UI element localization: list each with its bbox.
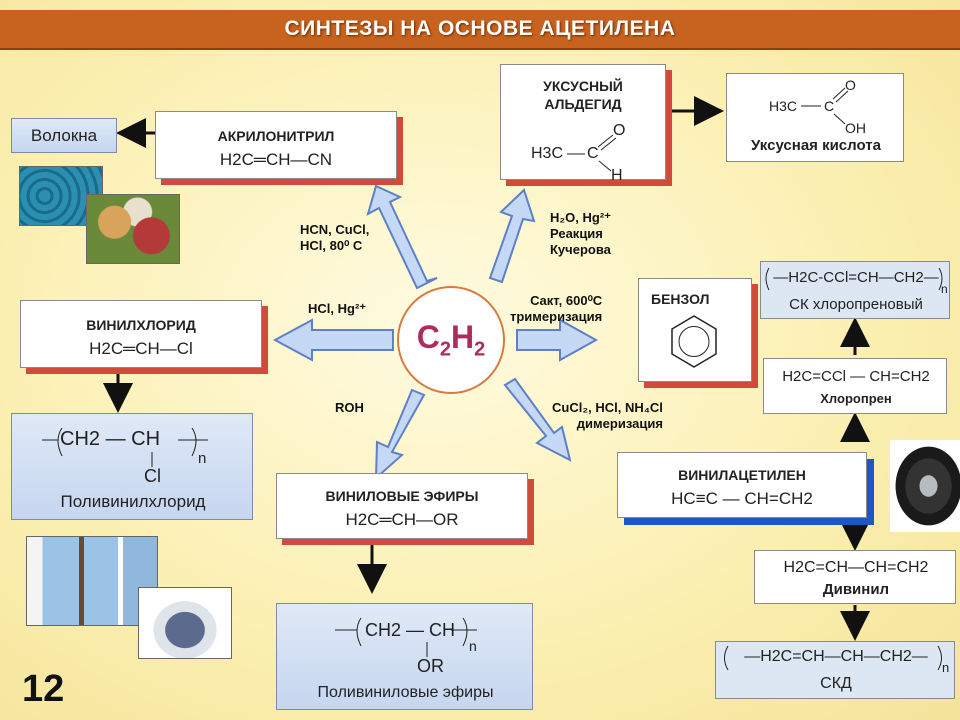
acetic-acid-box: H3C C O OH Уксусная кислота (726, 73, 904, 162)
acrylonitrile-name: АКРИЛОНИТРИЛ (217, 128, 335, 144)
center-acetylene: C2H2 (397, 286, 505, 394)
acetic-c: C (824, 98, 835, 114)
skd-brackets (724, 645, 942, 671)
vinylethers-formula: H2C═CH—OR (345, 510, 459, 529)
pvc-chain: CH2 — CH (60, 428, 161, 450)
center-sub1: 2 (439, 338, 451, 361)
chloroprene-formula: H2C=CCl — CH=CH2 (782, 368, 930, 385)
vinylethers-name: ВИНИЛОВЫЕ ЭФИРЫ (325, 488, 479, 504)
acetaldehyde-h3c: H3C (531, 145, 564, 162)
pve-sub: OR (417, 656, 444, 676)
title-bar: СИНТЕЗЫ НА ОСНОВЕ АЦЕТИЛЕНА (0, 10, 960, 50)
polyvinylethers-box: CH2 — CH OR n Поливиниловые эфиры (276, 603, 533, 710)
skd-formula: —H2C=CH—CH—CH2— (744, 648, 928, 665)
fibers-box: Волокна (11, 118, 117, 153)
sk-chloroprene-formula: —H2C-CCl=CH—CH2— (773, 269, 939, 286)
cond-hcl: HCl, Hg²⁺ (308, 301, 367, 316)
cond-hcn-2: HCl, 80⁰ C (300, 238, 363, 253)
acetic-acid-name: Уксусная кислота (751, 137, 881, 154)
acetic-o: O (845, 77, 856, 93)
acrylonitrile-box: АКРИЛОНИТРИЛ H2C═CH—CN (155, 111, 397, 179)
benzene-ring-icon (671, 315, 717, 368)
cond-trimer-1: Cакт, 600⁰C (530, 293, 603, 308)
cond-dimer: CuCl₂, HCl, NH₄Cl димеризация (552, 400, 663, 432)
chloroprene-box: H2C=CCl — CH=CH2 Хлоропрен (763, 358, 947, 414)
arrow-to-acrylonitrile (366, 184, 438, 290)
sk-chloroprene-n: n (941, 282, 948, 296)
vinylchloride-formula: H2C═CH—Cl (89, 339, 193, 358)
acetic-bonds (801, 87, 849, 125)
cond-trimer-2: тримеризация (510, 309, 603, 324)
cond-dimer-1: CuCl₂, HCl, NH₄Cl (552, 400, 663, 415)
divinyl-name: Дивинил (822, 581, 890, 598)
acetaldehyde-c: C (587, 145, 599, 162)
acetaldehyde-name-1: УКСУСНЫЙ (543, 78, 623, 94)
acetaldehyde-name-2: АЛЬДЕГИД (544, 96, 622, 112)
tire-photo (890, 440, 960, 532)
arrow-to-vinylacetylene (503, 377, 572, 462)
pve-chain: CH2 — CH (365, 620, 456, 640)
pvc-name: Поливинилхлорид (60, 492, 206, 511)
benzene-box: БЕНЗОЛ (638, 278, 752, 382)
acetic-h3c: H3C (769, 98, 798, 114)
divinyl-box: H2C=CH—CH=CH2 Дивинил (754, 550, 956, 604)
fibers-label: Волокна (30, 125, 98, 145)
arrow-to-benzene (516, 318, 599, 362)
acetaldehyde-bonds (567, 134, 617, 172)
acrylonitrile-formula: H2C═CH—CN (219, 150, 333, 169)
windows-photo (26, 536, 158, 626)
cond-dimer-2: димеризация (576, 416, 663, 431)
page-number: 12 (22, 668, 65, 710)
sk-chloroprene-box: —H2C-CCl=CH—CH2— n СК хлоропреновый (760, 261, 950, 319)
arrow-to-vinylethers (374, 388, 426, 481)
pve-n: n (469, 638, 477, 654)
arrow-to-acetaldehyde (488, 188, 536, 284)
vinylethers-box: ВИНИЛОВЫЕ ЭФИРЫ H2C═CH—OR (276, 473, 528, 539)
cond-hcn-1: HCN, CuCl, (300, 222, 370, 237)
center-h: H (451, 318, 475, 355)
pve-brackets (335, 617, 477, 657)
chloroprene-name: Хлоропрен (820, 391, 892, 406)
center-c: C (416, 318, 440, 355)
pvc-sub: Cl (144, 466, 161, 486)
cond-water: H₂O, Hg²⁺ Реакция Кучерова (550, 210, 611, 258)
slide-title: СИНТЕЗЫ НА ОСНОВЕ АЦЕТИЛЕНА (284, 17, 676, 40)
acetaldehyde-h: H (611, 167, 623, 184)
acetaldehyde-o: O (613, 122, 626, 139)
benzene-name: БЕНЗОЛ (651, 291, 710, 307)
cond-water-3: Кучерова (550, 242, 611, 257)
pve-name: Поливиниловые эфиры (317, 684, 494, 701)
center-sub2: 2 (474, 338, 486, 361)
skd-name: СКД (820, 675, 852, 692)
cond-hcn: HCN, CuCl, HCl, 80⁰ C (300, 222, 369, 254)
skd-n: n (942, 660, 950, 675)
pvc-n: n (198, 450, 207, 467)
vinylacetylene-name: ВИНИЛАЦЕТИЛЕН (678, 467, 806, 483)
sk-chloroprene-name: СК хлоропреновый (789, 296, 923, 313)
arrow-to-vinylchloride (272, 318, 394, 362)
yarn-photo-2 (86, 194, 180, 264)
vinylchloride-name: ВИНИЛХЛОРИД (86, 317, 196, 333)
skd-box: —H2C=CH—CH—CH2— n СКД (715, 641, 955, 699)
acetaldehyde-box: УКСУСНЫЙ АЛЬДЕГИД H3C C O H (500, 64, 666, 184)
pvc-brackets (42, 427, 208, 467)
cond-water-2: Реакция (550, 226, 603, 241)
acetic-oh: OH (845, 120, 866, 136)
sk-chloroprene-brackets (765, 267, 943, 291)
vinylchloride-box: ВИНИЛХЛОРИД H2C═CH—Cl (20, 300, 262, 368)
cond-trimer: Cакт, 600⁰C тримеризация (510, 293, 602, 325)
cond-roh: ROH (335, 400, 364, 415)
cond-water-1: H₂O, Hg²⁺ (550, 210, 612, 225)
divinyl-formula: H2C=CH—CH=CH2 (783, 559, 929, 576)
vinylacetylene-formula: HC≡C — CH=CH2 (671, 489, 813, 508)
pvc-box: CH2 — CH Cl n Поливинилхлорид (11, 413, 253, 520)
boat-photo (138, 587, 232, 659)
vinylacetylene-box: ВИНИЛАЦЕТИЛЕН HC≡C — CH=CH2 (617, 452, 867, 518)
